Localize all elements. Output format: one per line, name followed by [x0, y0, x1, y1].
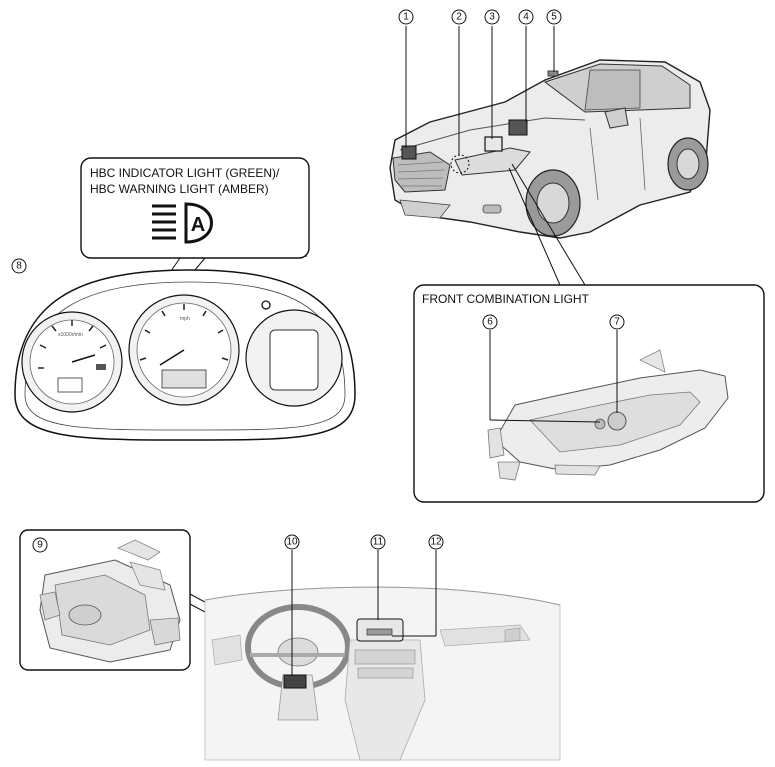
marker-3: 3 [484, 9, 500, 25]
svg-text:6: 6 [487, 317, 493, 328]
indicator-callout: HBC INDICATOR LIGHT (GREEN)/ HBC WARNING… [80, 157, 310, 371]
svg-text:2: 2 [456, 12, 462, 23]
speedometer-unit: mph [180, 316, 190, 322]
steering-switch-mark [283, 674, 307, 689]
marker-9: 9 [32, 537, 48, 553]
svg-text:3: 3 [489, 12, 495, 23]
marker-7: 7 [609, 314, 625, 330]
svg-text:10: 10 [286, 537, 298, 548]
svg-text:11: 11 [373, 537, 384, 548]
svg-text:8: 8 [16, 261, 22, 272]
marker-10: 10 [284, 534, 300, 550]
switch-callout-panel [19, 529, 287, 671]
dashboard-illustration [204, 550, 561, 761]
vehicle-illustration [389, 59, 711, 239]
number-markers: 1 2 3 4 5 6 7 8 9 10 11 12 [11, 9, 625, 553]
front-light-title: FRONT COMBINATION LIGHT [422, 292, 590, 306]
indicator-label-line1: HBC INDICATOR LIGHT (GREEN)/ [90, 166, 280, 180]
svg-text:1: 1 [403, 12, 409, 23]
marker-12: 12 [428, 534, 444, 550]
indicator-label-line2: HBC WARNING LIGHT (AMBER) [90, 182, 269, 196]
cluster-hbc-indicator [96, 364, 106, 370]
marker-8: 8 [11, 258, 27, 274]
car-component-marks [401, 70, 559, 174]
front-combination-light-panel: FRONT COMBINATION LIGHT [413, 284, 765, 503]
marker-5: 5 [546, 9, 562, 25]
svg-text:7: 7 [614, 317, 620, 328]
indicator-symbol-letter: A [191, 214, 205, 236]
marker-2: 2 [451, 9, 467, 25]
svg-text:4: 4 [523, 12, 529, 23]
tachometer-unit: x1000r/min [58, 332, 83, 338]
svg-text:5: 5 [551, 12, 557, 23]
high-beam-auto-icon: A [152, 202, 213, 244]
svg-text:9: 9 [37, 540, 43, 551]
marker-4: 4 [518, 9, 534, 25]
car-leader-lines [405, 26, 586, 286]
svg-text:12: 12 [430, 537, 442, 548]
instrument-cluster: x1000r/min mph [14, 269, 356, 441]
marker-1: 1 [398, 9, 414, 25]
marker-11: 11 [370, 534, 386, 550]
marker-6: 6 [482, 314, 498, 330]
warning-light-icon [261, 300, 271, 310]
